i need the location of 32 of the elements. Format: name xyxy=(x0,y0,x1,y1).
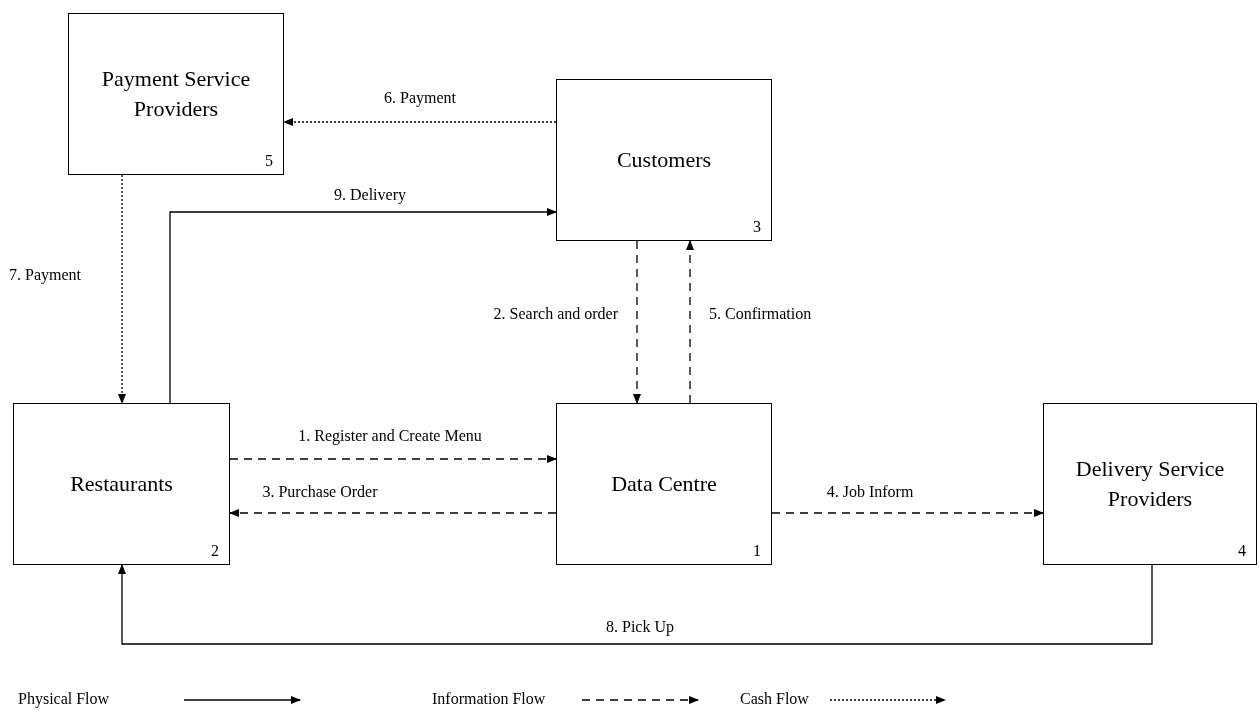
edge-label: 1. Register and Create Menu xyxy=(296,427,484,445)
arrow xyxy=(169,208,557,404)
process-box xyxy=(556,79,772,241)
node-label: Customers xyxy=(615,146,713,175)
node-label: Restaurants xyxy=(69,470,174,499)
process-box xyxy=(1043,403,1257,565)
legend-label: Physical Flow xyxy=(18,690,110,708)
node-label: Delivery Service Providers xyxy=(1074,455,1226,513)
legend-label: Information Flow xyxy=(432,690,546,708)
arrow xyxy=(118,564,1153,645)
node-number: 1 xyxy=(753,542,761,560)
legend-label: Cash Flow xyxy=(740,690,809,708)
arrow xyxy=(229,455,557,463)
edge-label: 9. Delivery xyxy=(332,186,408,204)
arrow xyxy=(633,240,641,404)
arrow xyxy=(118,174,126,404)
arrow xyxy=(771,509,1044,517)
edge-label: 8. Pick Up xyxy=(604,618,676,636)
node-label: Data Centre xyxy=(610,470,718,499)
edge-label: 7. Payment xyxy=(7,266,83,284)
arrow xyxy=(283,118,557,126)
arrow xyxy=(229,509,557,517)
node-number: 3 xyxy=(753,218,761,236)
node-number: 5 xyxy=(265,152,273,170)
node-number: 2 xyxy=(211,542,219,560)
node-label: Payment Service Providers xyxy=(100,65,252,123)
edge-label: 6. Payment xyxy=(382,89,458,107)
process-box xyxy=(13,403,230,565)
process-box xyxy=(68,13,284,175)
node-number: 4 xyxy=(1238,542,1246,560)
process-box xyxy=(556,403,772,565)
arrow xyxy=(686,240,694,404)
